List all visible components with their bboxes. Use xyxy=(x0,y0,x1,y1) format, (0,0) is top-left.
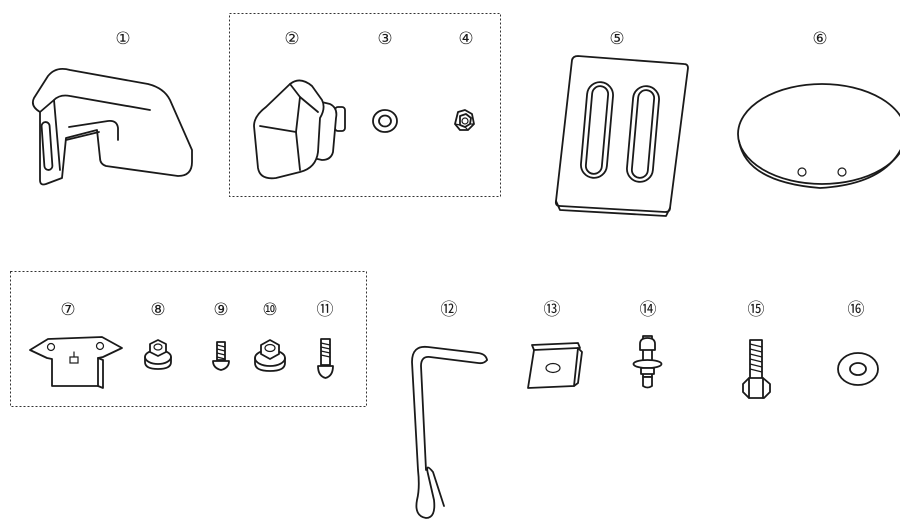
carriage-bolt-icon xyxy=(318,339,333,378)
part-label-7: ⑦ xyxy=(60,300,75,320)
part-label-14: ⑭ xyxy=(640,300,657,320)
part-label-2: ② xyxy=(284,29,299,49)
clip-plate-icon xyxy=(528,343,582,388)
flange-nut-icon xyxy=(255,340,285,371)
l-bracket-icon xyxy=(33,69,192,185)
screw-washer-icon xyxy=(634,336,662,388)
part-label-11: ⑪ xyxy=(317,300,334,320)
knob-bolt-icon xyxy=(254,80,345,178)
wire-hook-icon xyxy=(412,347,487,518)
slotted-plate-icon xyxy=(556,56,688,216)
part-label-15: ⑮ xyxy=(748,300,765,320)
part-label-8: ⑧ xyxy=(150,300,165,320)
part-label-3: ③ xyxy=(377,29,392,49)
hex-bolt-icon xyxy=(743,340,770,398)
part-label-5: ⑤ xyxy=(609,29,624,49)
small-screw-icon xyxy=(213,342,229,370)
part-label-13: ⑬ xyxy=(544,300,561,320)
clip-bracket-icon xyxy=(30,337,122,388)
nut-icon xyxy=(455,110,474,130)
part-label-10: ⑩ xyxy=(262,300,277,320)
part-label-1: ① xyxy=(115,29,130,49)
washer-icon xyxy=(373,110,397,132)
part-label-4: ④ xyxy=(458,29,473,49)
flat-washer-icon xyxy=(838,353,878,385)
part-label-9: ⑨ xyxy=(213,300,228,320)
round-plate-icon xyxy=(738,84,900,188)
part-label-16: ⑯ xyxy=(848,300,865,320)
part-label-6: ⑥ xyxy=(812,29,827,49)
part-label-12: ⑫ xyxy=(441,300,458,320)
flange-nut-icon xyxy=(145,340,171,369)
